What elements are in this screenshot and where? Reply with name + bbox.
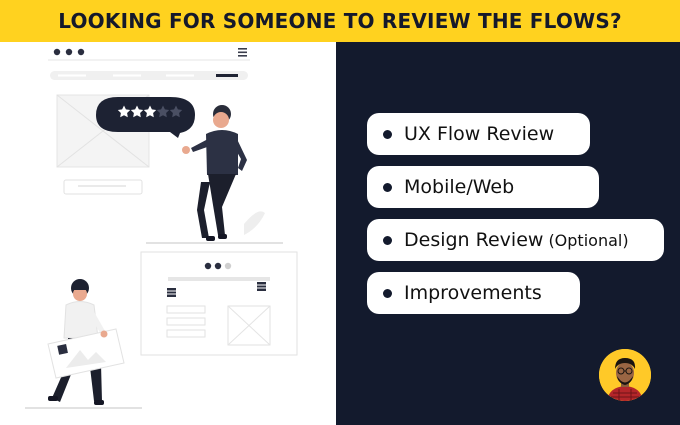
man-figure — [146, 105, 283, 244]
service-item-improvements: Improvements — [367, 272, 580, 314]
service-item-design-review: Design Review (Optional) — [367, 219, 664, 261]
avatar — [599, 349, 651, 401]
service-label: UX Flow Review — [404, 123, 555, 145]
service-item-mobile-web: Mobile/Web — [367, 166, 599, 208]
avatar-photo — [599, 349, 651, 401]
bullet-icon — [383, 129, 392, 139]
service-note: (Optional) — [548, 230, 629, 250]
star-icon — [117, 105, 183, 118]
header-banner: LOOKING FOR SOMEONE TO REVIEW THE FLOWS? — [0, 0, 680, 42]
image-board — [47, 328, 125, 379]
service-item-ux-flow-review: UX Flow Review — [367, 113, 590, 155]
service-label: Improvements — [404, 282, 542, 304]
image-placeholder-icon — [167, 282, 266, 297]
service-label: Mobile/Web — [404, 176, 515, 198]
wireframe-card — [140, 251, 298, 356]
woman-figure — [25, 279, 142, 409]
service-label: Design Review — [404, 229, 544, 251]
banner-title: LOOKING FOR SOMEONE TO REVIEW THE FLOWS? — [58, 9, 622, 33]
rating-bubble — [96, 97, 195, 138]
menu-icon — [238, 48, 247, 57]
bullet-icon — [383, 235, 392, 245]
bullet-icon — [383, 182, 392, 192]
illustration-panel — [0, 42, 336, 425]
bullet-icon — [383, 288, 392, 298]
ux-illustration — [25, 48, 298, 409]
